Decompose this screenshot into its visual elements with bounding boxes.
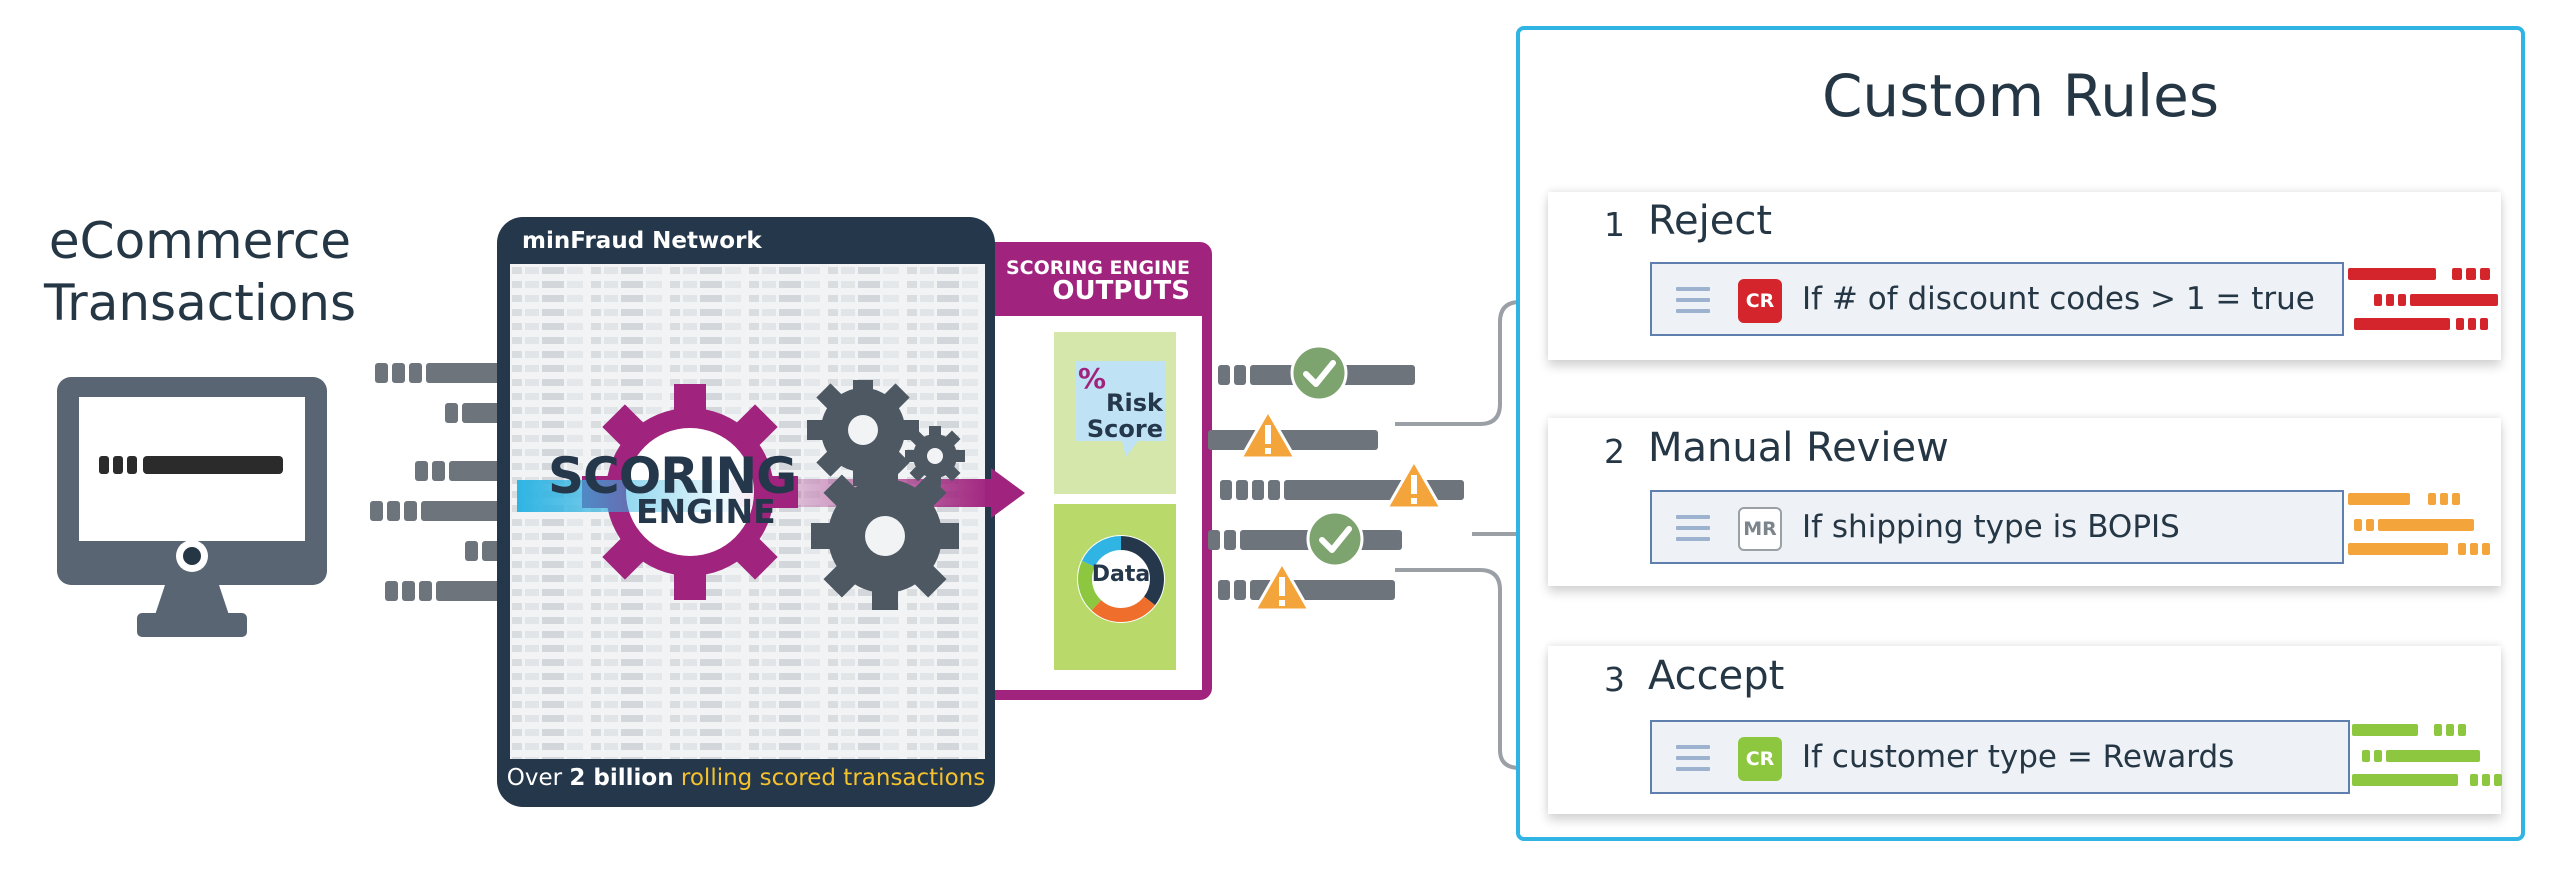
rule-condition-text: If customer type = Rewards xyxy=(1802,739,2235,775)
rule-badge: MR xyxy=(1738,507,1782,551)
scoring-engine-gears-icon xyxy=(517,380,1025,610)
rule-number: 2 xyxy=(1604,432,1625,471)
outputs-title-line1: SCORING ENGINE xyxy=(1005,257,1190,279)
risk-percent-symbol: % xyxy=(1078,362,1107,395)
rule-output-streaks-green xyxy=(2352,724,2502,786)
rule-badge: CR xyxy=(1738,279,1782,323)
rule-name: Accept xyxy=(1648,653,1785,699)
custom-rules-title: Custom Rules xyxy=(1821,62,2220,130)
data-donut-icon xyxy=(1077,535,1165,623)
drag-handle-icon[interactable] xyxy=(1676,745,1710,778)
warning-icon xyxy=(1385,459,1443,510)
rule-condition-text: If shipping type is BOPIS xyxy=(1802,509,2180,545)
warning-icon xyxy=(1239,409,1297,460)
rule-output-streaks-red xyxy=(2348,268,2498,330)
monitor-icon xyxy=(57,377,327,637)
check-icon xyxy=(1290,344,1348,402)
rule-name: Manual Review xyxy=(1648,425,1949,471)
risk-score-label: Risk Score xyxy=(1086,389,1163,443)
rule-number: 1 xyxy=(1604,205,1625,244)
ecommerce-title-line1: eCommerce xyxy=(48,212,352,270)
warning-icon xyxy=(1253,561,1311,612)
drag-handle-icon[interactable] xyxy=(1676,287,1710,320)
rule-condition-reject[interactable]: CR If # of discount codes > 1 = true xyxy=(1650,262,2344,336)
rule-output-streaks-orange xyxy=(2348,493,2490,555)
ecommerce-title: eCommerce Transactions xyxy=(0,210,400,334)
rule-condition-manual-review[interactable]: MR If shipping type is BOPIS xyxy=(1650,490,2344,564)
rule-badge: CR xyxy=(1738,737,1782,781)
network-footer: Over 2 billion rolling scored transactio… xyxy=(506,765,986,791)
risk-score-icon xyxy=(1076,361,1166,457)
scoring-label: SCORING xyxy=(548,447,797,505)
rule-condition-text: If # of discount codes > 1 = true xyxy=(1802,281,2315,317)
check-icon xyxy=(1306,510,1364,568)
engine-label: ENGINE xyxy=(636,492,776,531)
rule-name: Reject xyxy=(1648,198,1773,244)
rule-condition-accept[interactable]: CR If customer type = Rewards xyxy=(1650,720,2350,794)
drag-handle-icon[interactable] xyxy=(1676,515,1710,548)
data-label: Data xyxy=(1091,562,1151,587)
ecommerce-title-line2: Transactions xyxy=(43,274,357,332)
rule-number: 3 xyxy=(1604,660,1625,699)
outputs-title-line2: OUTPUTS xyxy=(1052,276,1190,306)
network-title: minFraud Network xyxy=(522,228,762,254)
